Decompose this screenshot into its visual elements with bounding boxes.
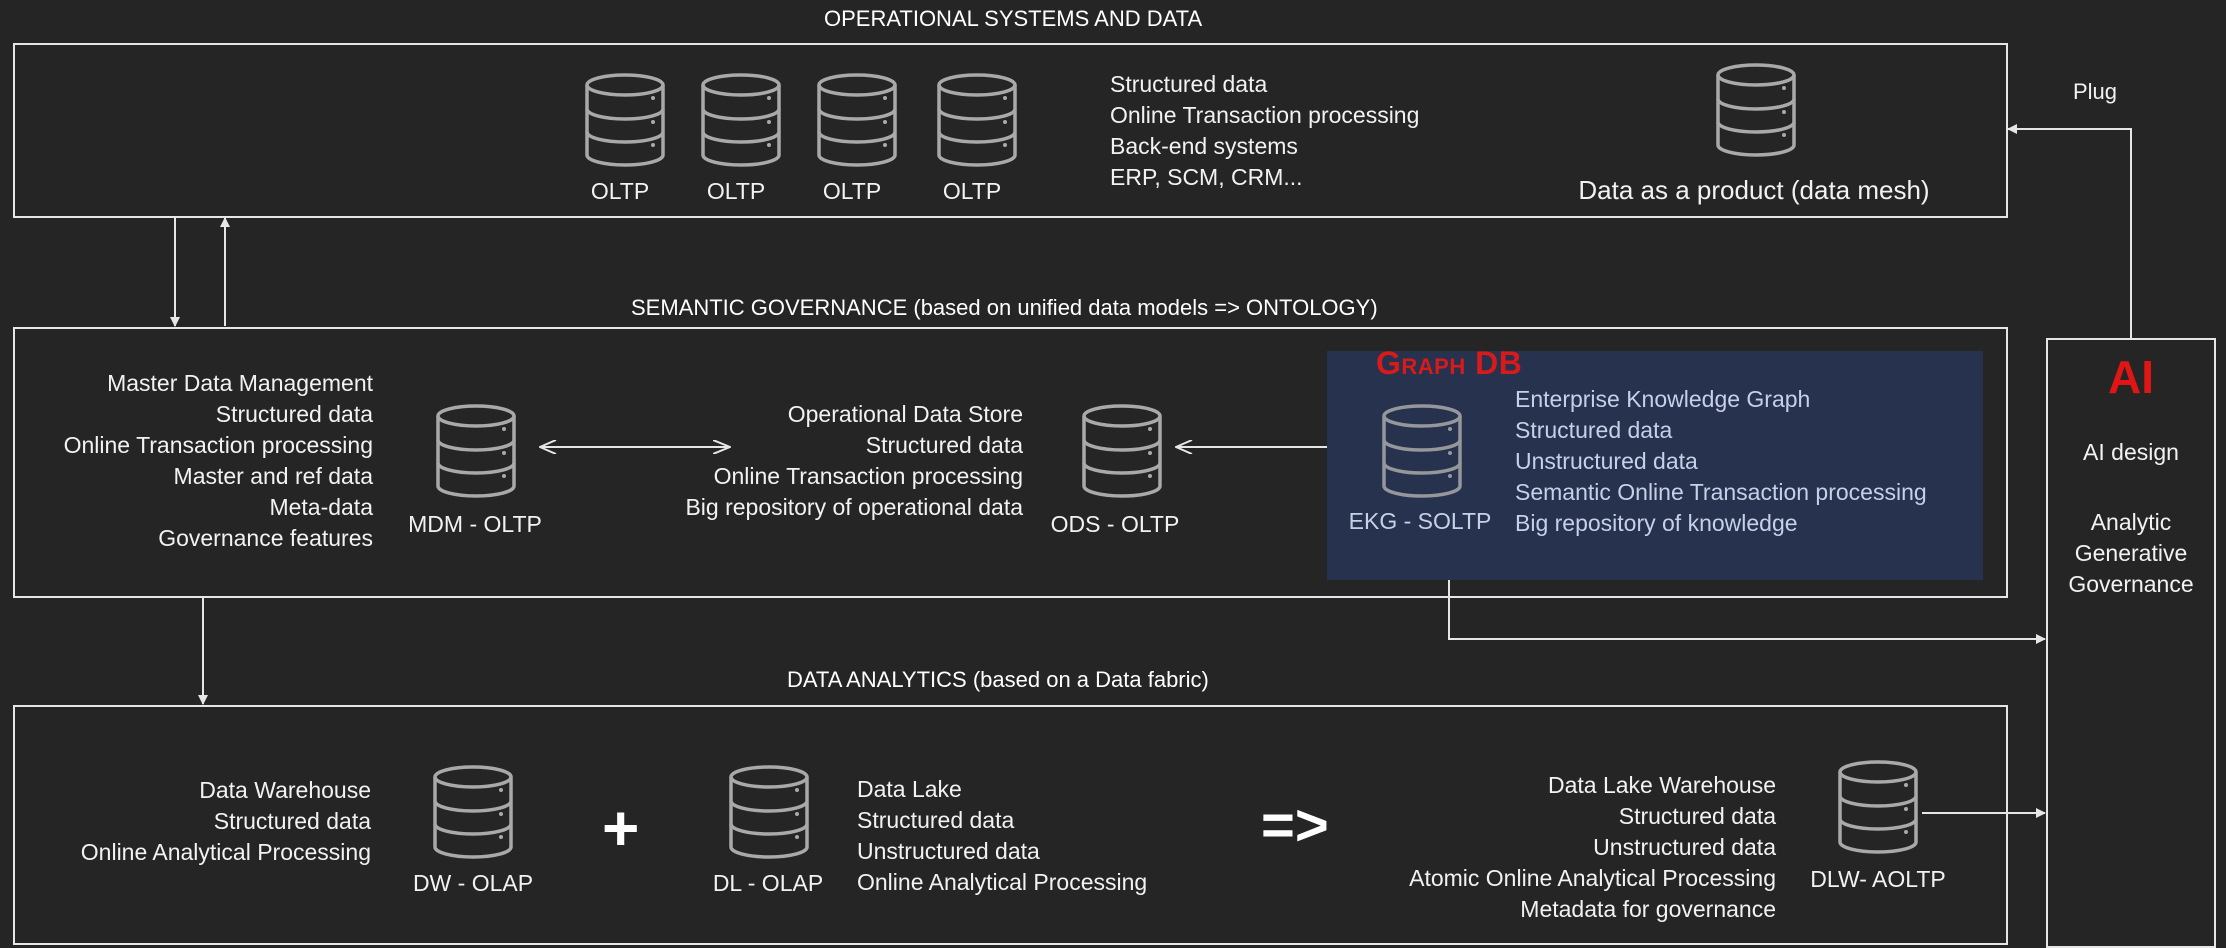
- dlw-line: Metadata for governance: [1520, 896, 1776, 922]
- ekg-line: Enterprise Knowledge Graph: [1515, 386, 1811, 412]
- operational-title: OPERATIONAL SYSTEMS AND DATA: [824, 6, 1203, 31]
- implies-operator: =>: [1261, 793, 1329, 858]
- database-icon: [1836, 759, 1920, 860]
- mdm-line: Meta-data: [269, 494, 373, 520]
- dl-line: Unstructured data: [857, 838, 1040, 864]
- database-icon: [434, 403, 518, 504]
- database-icon: [1714, 62, 1798, 163]
- operational-box: [13, 43, 2008, 218]
- operational-description: Structured data Online Transaction proce…: [1110, 69, 1419, 193]
- description-line: Back-end systems: [1110, 133, 1298, 159]
- mdm-label: MDM - OLTP: [408, 511, 542, 537]
- ods-line: Big repository of operational data: [685, 494, 1023, 520]
- database-icon: [431, 764, 515, 865]
- ekg-line: Big repository of knowledge: [1515, 510, 1798, 536]
- analytics-title: DATA ANALYTICS (based on a Data fabric): [787, 667, 1209, 692]
- ekg-line: Unstructured data: [1515, 448, 1698, 474]
- data-product-label: Data as a product (data mesh): [1578, 175, 1930, 205]
- description-line: Structured data: [1110, 71, 1268, 97]
- ai-capability: Governance: [2068, 571, 2194, 597]
- database-icon: [1080, 403, 1164, 504]
- ekg-line: Structured data: [1515, 417, 1673, 443]
- ods-line: Operational Data Store: [787, 401, 1023, 427]
- dw-line: Online Analytical Processing: [80, 839, 371, 865]
- dlw-label: DLW- AOLTP: [1810, 866, 1946, 892]
- ai-box: [2046, 338, 2216, 948]
- semantic-box: [13, 327, 2008, 598]
- oltp-label: OLTP: [706, 178, 766, 204]
- dl-line: Data Lake: [857, 776, 962, 802]
- dlw-line: Structured data: [1618, 803, 1776, 829]
- mdm-line: Structured data: [215, 401, 373, 427]
- ods-line: Online Transaction processing: [713, 463, 1023, 489]
- ods-label: ODS - OLTP: [1050, 511, 1180, 537]
- database-icon: [815, 72, 899, 173]
- mdm-line: Master Data Management: [107, 370, 373, 396]
- database-icon: [935, 72, 1019, 173]
- graph-db-title: Graph DB: [1376, 345, 1523, 381]
- database-icon: [1380, 403, 1464, 504]
- ai-design-label: AI design: [2083, 439, 2179, 465]
- dlw-line: Atomic Online Analytical Processing: [1409, 865, 1776, 891]
- dw-description: Data Warehouse Structured data Online An…: [20, 775, 371, 868]
- ai-title: AI: [2108, 351, 2154, 403]
- oltp-label: OLTP: [822, 178, 882, 204]
- dlw-description: Data Lake Warehouse Structured data Unst…: [1300, 770, 1776, 925]
- ai-capability: Generative: [2074, 540, 2188, 566]
- dlw-line: Unstructured data: [1593, 834, 1776, 860]
- dl-line: Online Analytical Processing: [857, 869, 1148, 895]
- oltp-label: OLTP: [942, 178, 1002, 204]
- dl-label: DL - OLAP: [712, 870, 824, 896]
- ods-description: Operational Data Store Structured data O…: [640, 399, 1023, 523]
- ai-capability: Analytic: [2090, 509, 2172, 535]
- mdm-line: Master and ref data: [173, 463, 373, 489]
- dw-label: DW - OLAP: [412, 870, 534, 896]
- dw-line: Data Warehouse: [199, 777, 371, 803]
- mdm-description: Master Data Management Structured data O…: [20, 368, 373, 554]
- database-icon: [727, 764, 811, 865]
- semantic-title: SEMANTIC GOVERNANCE (based on unified da…: [631, 295, 1378, 320]
- database-icon: [699, 72, 783, 173]
- oltp-label: OLTP: [590, 178, 650, 204]
- graph-db-panel: [1327, 351, 1983, 580]
- database-icon: [583, 72, 667, 173]
- ai-capabilities: Analytic Generative Governance: [2046, 507, 2216, 600]
- mdm-line: Online Transaction processing: [63, 432, 373, 458]
- dl-line: Structured data: [857, 807, 1015, 833]
- ekg-label: EKG - SOLTP: [1348, 508, 1492, 534]
- dw-line: Structured data: [213, 808, 371, 834]
- dl-description: Data Lake Structured data Unstructured d…: [857, 774, 1147, 898]
- plug-label: Plug: [2073, 79, 2118, 104]
- dlw-line: Data Lake Warehouse: [1547, 772, 1776, 798]
- ods-line: Structured data: [865, 432, 1023, 458]
- description-line: ERP, SCM, CRM...: [1110, 164, 1303, 190]
- mdm-line: Governance features: [158, 525, 373, 551]
- ekg-line: Semantic Online Transaction processing: [1515, 479, 1927, 505]
- plus-operator: +: [602, 792, 640, 864]
- arrow-ai-plug-to-ops: [2007, 124, 2132, 338]
- ekg-description: Enterprise Knowledge Graph Structured da…: [1515, 384, 1927, 539]
- description-line: Online Transaction processing: [1110, 102, 1420, 128]
